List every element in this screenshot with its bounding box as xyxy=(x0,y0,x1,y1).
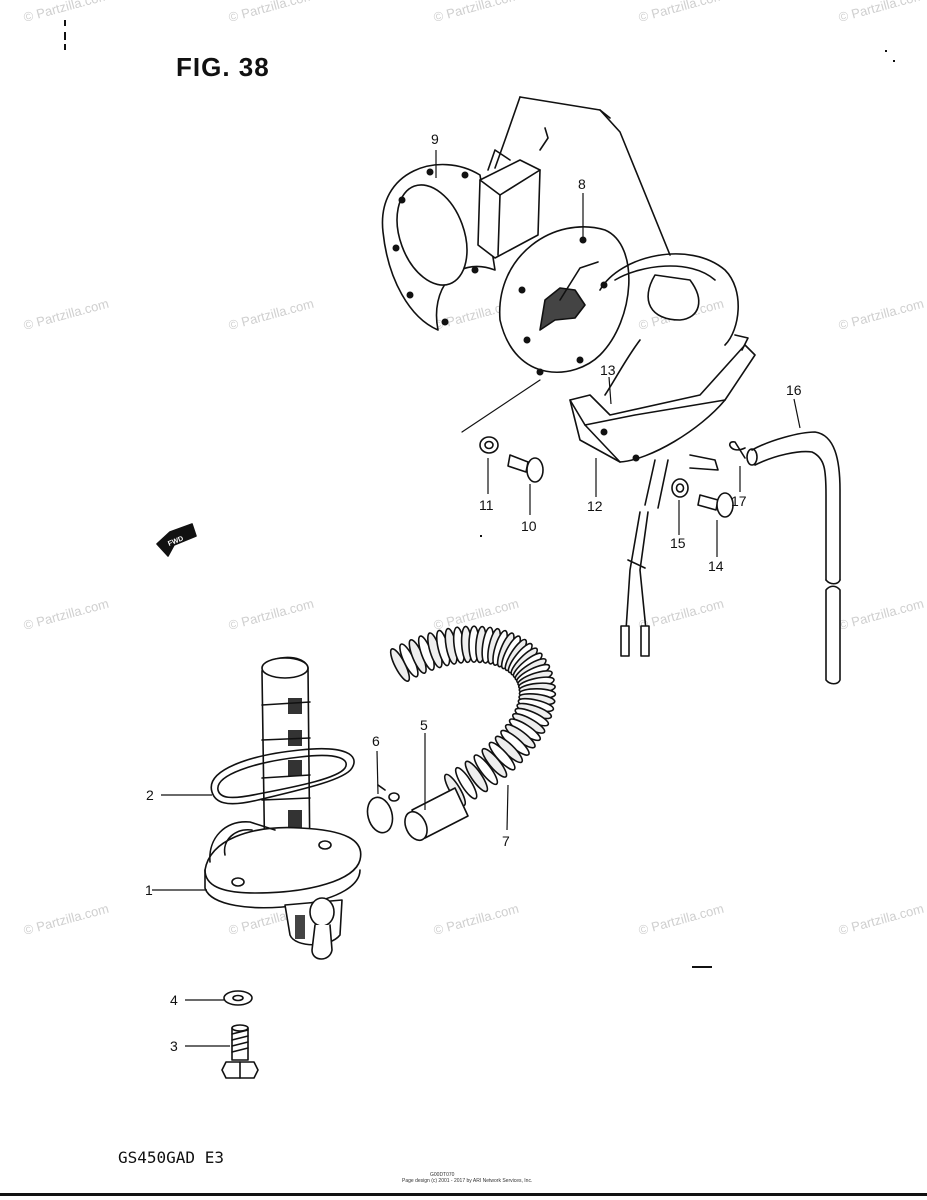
watermark-text: © Partzilla.com xyxy=(432,901,521,938)
leader-dashed xyxy=(461,379,541,433)
watermark-text: © Partzilla.com xyxy=(637,596,726,633)
part-1-fuel-cock xyxy=(204,656,362,960)
callout-6: 6 xyxy=(372,733,380,749)
part-7-corrugated-hose xyxy=(389,625,557,807)
part-16-hose xyxy=(746,431,841,685)
callout-leaders xyxy=(152,150,801,1047)
watermark-text: © Partzilla.com xyxy=(837,901,926,938)
watermark-text: © Partzilla.com xyxy=(637,901,726,938)
part-5-hose xyxy=(404,787,469,842)
watermark-text: © Partzilla.com xyxy=(22,0,111,25)
callout-4: 4 xyxy=(170,992,178,1008)
part-8-sender-plate xyxy=(499,226,630,376)
watermark-text: © Partzilla.com xyxy=(22,296,111,333)
callout-9: 9 xyxy=(431,131,439,147)
part-11-washer xyxy=(479,436,499,454)
watermark-text: © Partzilla.com xyxy=(22,901,111,938)
figure-title: FIG. 38 xyxy=(176,52,270,82)
watermark-text: © Partzilla.com xyxy=(837,0,926,25)
watermark-text: © Partzilla.com xyxy=(227,296,316,333)
part-13-12-sender-housing xyxy=(569,253,756,509)
watermark-text: © Partzilla.com xyxy=(227,0,316,25)
watermark-text: © Partzilla.com xyxy=(637,0,726,25)
part-4-washer xyxy=(223,990,253,1006)
footer-code: G00DT070 xyxy=(430,1172,455,1178)
scan-specks xyxy=(64,20,895,968)
callout-16: 16 xyxy=(786,382,802,398)
hose-rib xyxy=(464,760,489,793)
part-6-clip xyxy=(366,784,400,834)
part-9-gasket xyxy=(381,163,496,331)
callout-8: 8 xyxy=(578,176,586,192)
watermark-text: © Partzilla.com xyxy=(227,596,316,633)
part-15-washer xyxy=(671,478,689,498)
callout-numbers: 1 2 3 4 5 6 7 8 9 10 11 12 13 14 15 16 1… xyxy=(145,131,802,1054)
watermark-text: © Partzilla.com xyxy=(432,0,521,25)
footer-copyright: Page design (c) 2001 - 2017 by ARI Netwo… xyxy=(402,1178,533,1184)
hose-rib xyxy=(481,747,508,778)
callout-7: 7 xyxy=(502,833,510,849)
hose-rib xyxy=(454,766,478,800)
sender-wire-leads xyxy=(620,511,650,657)
hose-rib xyxy=(473,754,499,786)
part-3-bolt xyxy=(221,1024,259,1079)
callout-2: 2 xyxy=(146,787,154,803)
callout-11: 11 xyxy=(479,497,494,513)
watermark-text: © Partzilla.com xyxy=(837,296,926,333)
sender-float-box xyxy=(477,149,541,259)
callout-5: 5 xyxy=(420,717,428,733)
bottom-rule xyxy=(0,1193,927,1196)
part-2-o-ring xyxy=(210,747,355,805)
callout-1: 1 xyxy=(145,882,153,898)
watermark-text: © Partzilla.com xyxy=(22,596,111,633)
part-10-screw xyxy=(507,454,544,483)
forward-arrow-icon xyxy=(156,523,197,557)
callout-3: 3 xyxy=(170,1038,178,1054)
sender-wire-bracket xyxy=(494,96,671,256)
callout-17: 17 xyxy=(731,493,747,509)
callout-13: 13 xyxy=(600,362,616,378)
callout-10: 10 xyxy=(521,518,537,534)
part-14-screw xyxy=(697,492,734,518)
watermark-text: © Partzilla.com xyxy=(837,596,926,633)
callout-14: 14 xyxy=(708,558,724,574)
callout-12: 12 xyxy=(587,498,603,514)
part-17-clamp xyxy=(729,441,746,459)
callout-15: 15 xyxy=(670,535,686,551)
model-code: GS450GAD E3 xyxy=(118,1148,224,1167)
